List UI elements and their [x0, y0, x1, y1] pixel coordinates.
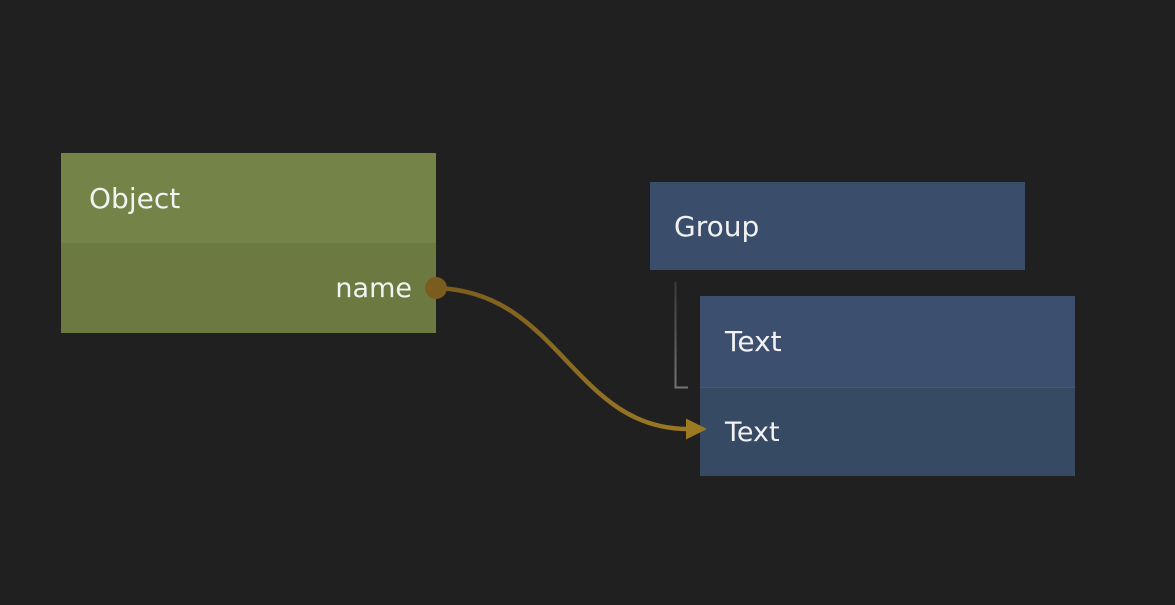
object-field-name-label: name [335, 272, 412, 304]
group-node[interactable]: Group [650, 182, 1025, 270]
connection-edge[interactable] [435, 285, 689, 432]
text-node[interactable]: Text Text [700, 296, 1075, 476]
text-node-child-row[interactable]: Text [700, 387, 1075, 476]
text-node-header[interactable]: Text [700, 296, 1075, 387]
text-node-title: Text [725, 325, 782, 358]
group-node-title: Group [674, 209, 760, 243]
object-node[interactable]: Object name [61, 153, 436, 333]
object-node-header[interactable]: Object [61, 153, 436, 243]
group-node-header[interactable]: Group [650, 182, 1025, 270]
text-node-child-label: Text [725, 416, 780, 448]
object-field-row-name: name [61, 243, 436, 333]
group-child-connector-line [674, 282, 688, 389]
object-node-title: Object [89, 181, 181, 215]
